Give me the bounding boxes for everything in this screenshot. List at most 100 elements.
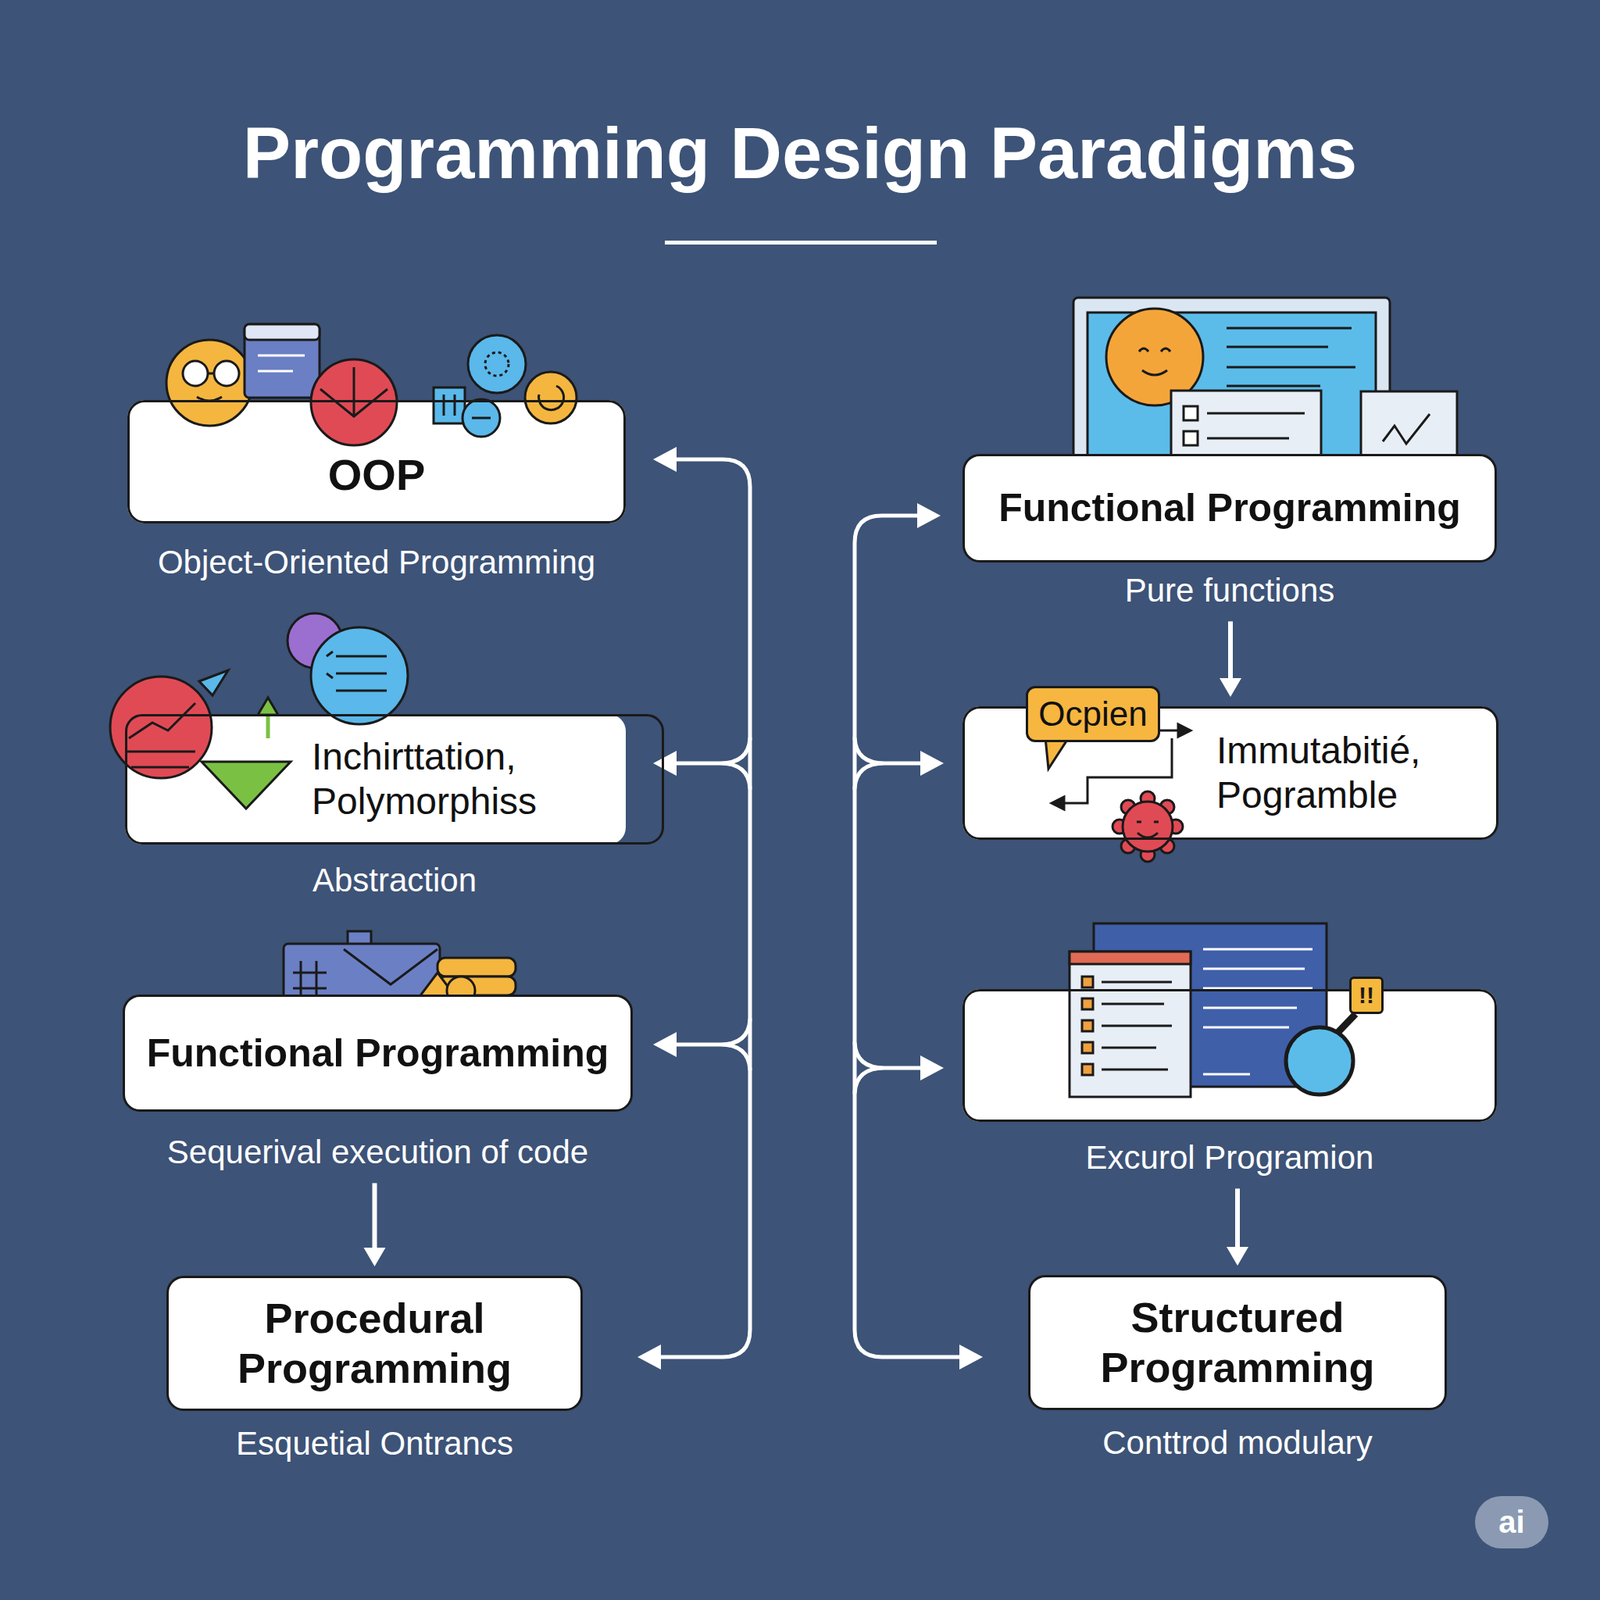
connector-line: [1235, 1188, 1240, 1257]
oop-icons: [539, 385, 565, 411]
functional-right-icons: [1226, 328, 1356, 386]
oop-icons: [182, 360, 208, 386]
oop-icons: [166, 339, 253, 426]
oop-icons: [196, 373, 222, 401]
node-label: Functional Programming: [146, 1030, 610, 1077]
node-label: Procedural Programming: [191, 1293, 559, 1393]
bracket-right: [854, 515, 971, 1358]
arrow-head: [1219, 678, 1242, 697]
oop-icons: [310, 359, 397, 446]
oop-icons: [462, 399, 500, 437]
process-box: Inchirttation, PolymorphissAbstraction: [125, 714, 665, 845]
speech-bubble: Ocpien: [1025, 685, 1161, 743]
inheritance-icons: [326, 651, 387, 691]
functional-right-icons: [1382, 414, 1430, 444]
process-box: Structured ProgrammingConttrod modulary: [1028, 1275, 1447, 1411]
screen-icons: [1069, 951, 1191, 965]
bracket-left: [665, 1019, 750, 1070]
oop-icons: [467, 335, 526, 393]
bracket-right: [854, 515, 971, 1358]
connector-line: [1228, 621, 1233, 688]
screen-icons: [1285, 1027, 1354, 1095]
immutability-icons: [1045, 737, 1069, 769]
screen-icons: [1082, 1020, 1093, 1032]
screen-icons: [1082, 976, 1093, 988]
diagram-title: Programming Design Paradigms: [0, 110, 1600, 197]
node-label: Functional Programming: [998, 485, 1461, 532]
process-box: Functional ProgrammingSequerival executi…: [122, 994, 633, 1112]
inheritance-icons: [201, 761, 291, 809]
functional-right-icons: [1183, 406, 1198, 421]
inheritance-icons: [310, 627, 408, 725]
bracket-right-heads: [959, 1344, 983, 1370]
node-caption: Esquetial Ontrancs: [235, 1424, 514, 1464]
bracket-right-heads: [917, 503, 941, 529]
bracket-right-heads: [917, 503, 983, 1370]
alert-badge: !!: [1349, 976, 1384, 1015]
bracket-left-heads: [653, 1032, 677, 1058]
process-box: OOPObject-Oriented Programming: [127, 400, 626, 524]
bracket-right-heads: [920, 1055, 944, 1081]
node-label: Inchirttation, Polymorphiss: [311, 735, 640, 824]
node-label: OOP: [328, 449, 425, 501]
node-caption: Excurol Programion: [1085, 1138, 1375, 1178]
connector-line: [372, 1182, 378, 1258]
bracket-right-heads: [920, 750, 944, 776]
node-label: Structured Programming: [1053, 1292, 1422, 1393]
node-caption: Sequerival execution of code: [167, 1132, 589, 1172]
node-caption: Object-Oriented Programming: [157, 542, 596, 583]
screen-icons: [1069, 951, 1191, 1097]
connector-arrow: [1219, 621, 1242, 697]
process-box: Excurol Programion: [962, 989, 1497, 1122]
oop-icons: [443, 394, 455, 416]
oop-icons: [320, 367, 388, 417]
bracket-right: [854, 738, 932, 789]
watermark: ai: [1475, 1496, 1549, 1549]
process-box: Functional ProgrammingPure functions: [962, 453, 1497, 563]
inheritance-icons: [110, 613, 408, 809]
oop-icons: [257, 355, 305, 372]
connector-arrow: [1226, 1188, 1249, 1266]
immutability-icons: [1178, 724, 1191, 737]
bracket-left: [665, 738, 750, 789]
functional-left-icons: [292, 949, 438, 1000]
screen-icons: [1082, 998, 1093, 1010]
inheritance-icons: [125, 703, 196, 768]
bracket-left: [650, 459, 750, 1358]
oop-icons: [485, 352, 509, 376]
bracket-right: [854, 1042, 932, 1093]
bracket-left: [650, 459, 750, 1358]
oop-icons: [166, 324, 577, 446]
screen-icons: [1069, 923, 1356, 1097]
immutability-icons: [1136, 821, 1159, 838]
node-caption: Pure functions: [1125, 571, 1336, 611]
arrow-head: [364, 1247, 386, 1267]
arrow-head: [1226, 1246, 1249, 1266]
immutability-icons: [1051, 796, 1065, 810]
inheritance-icons: [257, 697, 279, 715]
oop-icons: [214, 360, 240, 386]
oop-icons: [244, 324, 320, 340]
node-label: Immutabitié, Pogramble: [1216, 728, 1475, 818]
oop-icons: [471, 417, 491, 420]
node-caption: Abstraction: [312, 860, 477, 900]
functional-right-icons: [1183, 431, 1198, 446]
oop-icons: [525, 371, 577, 424]
screen-icons: [1082, 1064, 1093, 1075]
node-label: Ocpien: [1038, 693, 1147, 735]
inheritance-icons: [199, 670, 229, 696]
functional-right-icons: [1139, 348, 1171, 375]
bracket-left-heads: [637, 446, 677, 1370]
bracket-left-heads: [653, 446, 677, 472]
screen-icons: [1337, 1014, 1356, 1033]
immutability-icons: [1122, 801, 1173, 852]
functional-right-icons: [1207, 413, 1305, 439]
title-underline: [664, 240, 937, 245]
connector-arrow: [364, 1182, 386, 1267]
process-box: Immutabitié, PogrambleOcpien: [962, 706, 1499, 840]
node-caption: Conttrod modulary: [1102, 1423, 1373, 1463]
oop-icons: [433, 387, 465, 424]
functional-left-icons: [437, 957, 516, 977]
oop-icons: [244, 324, 320, 398]
